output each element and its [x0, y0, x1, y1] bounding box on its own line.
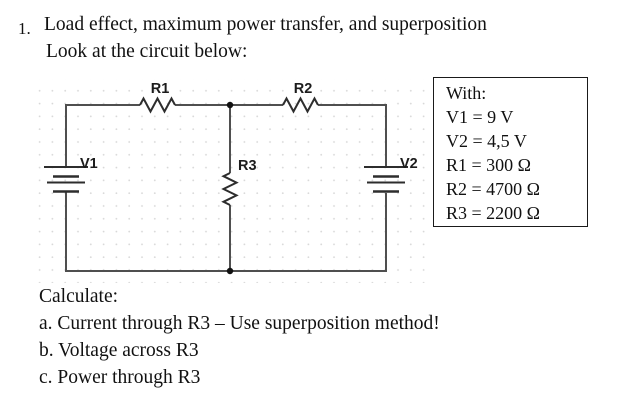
label-r2: R2: [294, 81, 313, 97]
resistor-r2-icon: [282, 96, 319, 114]
label-r1: R1: [151, 81, 170, 97]
wire-top-right: [318, 104, 387, 167]
wire-top-left: [65, 104, 140, 167]
battery-v2-icon: [364, 166, 408, 193]
intro-text: Look at the circuit below:: [46, 41, 248, 62]
label-r3: R3: [238, 158, 257, 174]
node-bottom-icon: [226, 267, 234, 275]
resistors: [139, 96, 319, 206]
battery-v1-icon: [44, 166, 88, 193]
given-heading: With:: [446, 83, 487, 103]
resistor-r1-icon: [139, 96, 176, 114]
tasks-block: Calculate: a. Current through R3 – Use s…: [39, 283, 440, 391]
label-v1: V1: [80, 156, 98, 172]
node-top-icon: [226, 101, 234, 109]
page-title: Load effect, maximum power transfer, and…: [44, 14, 487, 35]
item-number: 1.: [18, 19, 31, 38]
label-v2: V2: [400, 156, 418, 172]
given-values-box: With: V1 = 9 V V2 = 4,5 V R1 = 300 Ω R2 …: [433, 77, 588, 227]
circuit-svg: R1 R2 R3 V1 V2: [36, 79, 429, 283]
task-item-c: c. Power through R3: [39, 367, 201, 388]
task-item-b: b. Voltage across R3: [39, 340, 199, 361]
given-value-r1: R1 = 300 Ω: [446, 155, 532, 175]
tasks-heading: Calculate:: [39, 286, 119, 307]
wire-bottom: [65, 192, 387, 272]
given-value-r3: R3 = 2200 Ω: [446, 203, 541, 223]
task-item-a: a. Current through R3 – Use superpositio…: [39, 313, 440, 334]
circuit-diagram: R1 R2 R3 V1 V2: [35, 76, 435, 286]
given-value-r2: R2 = 4700 Ω: [446, 179, 541, 199]
given-value-v2: V2 = 4,5 V: [446, 131, 527, 151]
resistor-r3-icon: [221, 172, 239, 206]
given-value-v1: V1 = 9 V: [446, 107, 514, 127]
